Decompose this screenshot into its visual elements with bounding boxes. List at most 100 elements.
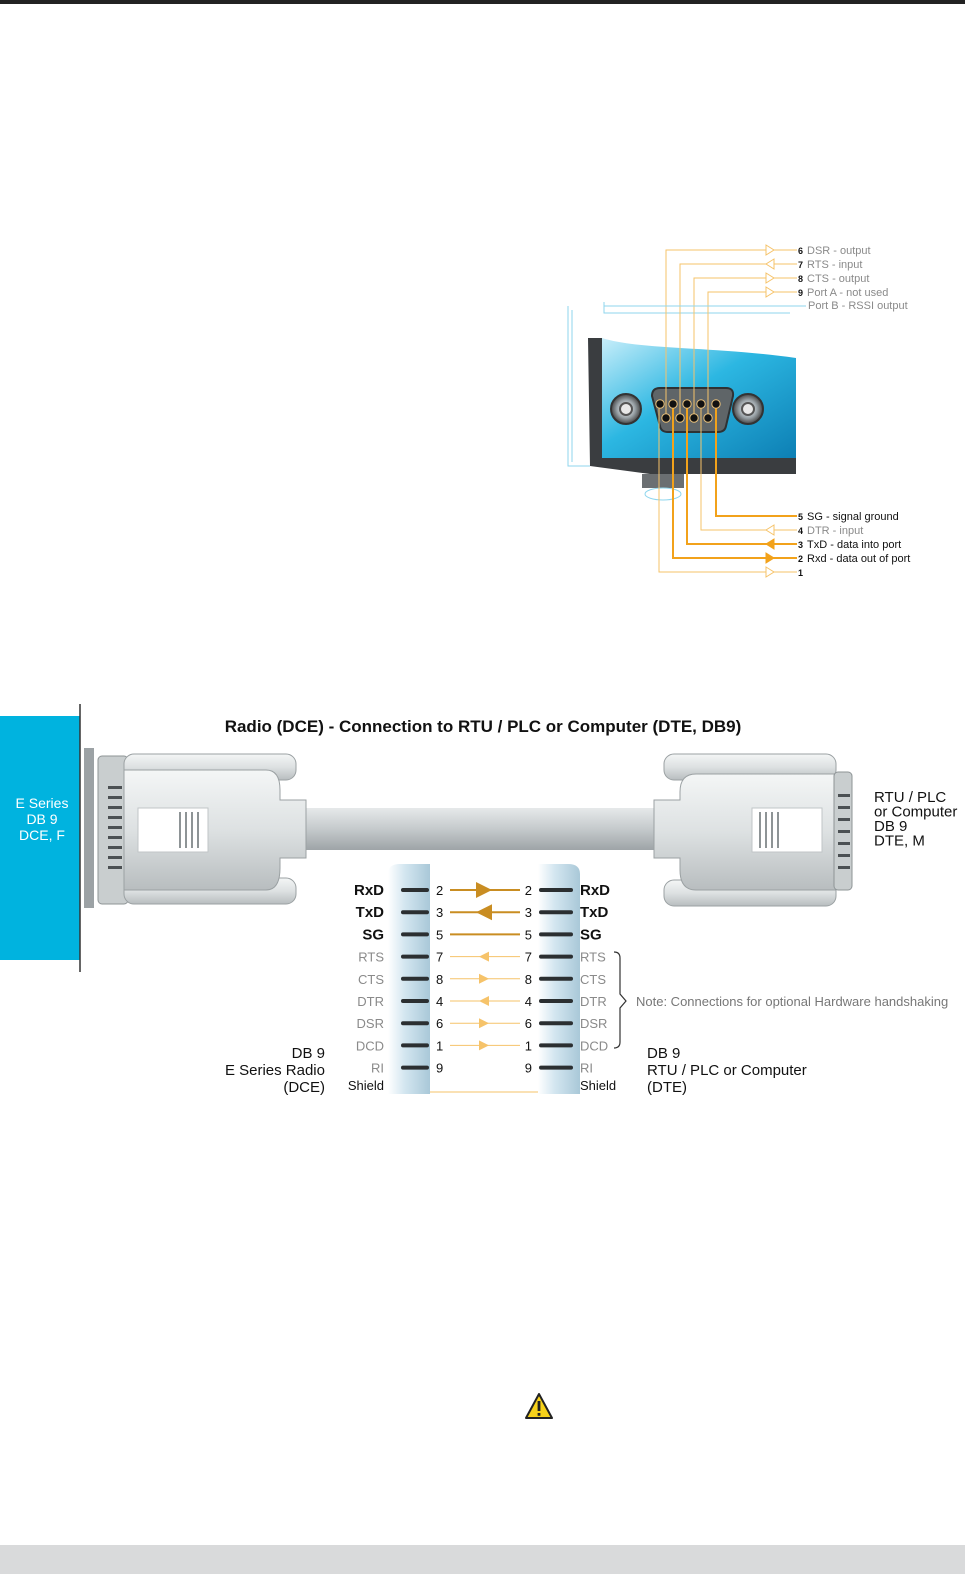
connector-pin — [682, 399, 692, 409]
connector-pin — [661, 413, 671, 423]
right-signal-name: TxD — [580, 904, 609, 921]
pin-wire — [672, 404, 797, 559]
left-pin-number: 8 — [436, 972, 443, 987]
left-pin-bar — [401, 1043, 429, 1048]
pin-number: 2 — [798, 554, 803, 564]
pin-description: DSR - output — [807, 245, 871, 257]
right-pin-number: 4 — [525, 994, 532, 1009]
direction-arrow — [479, 973, 489, 984]
text-line: or Computer — [874, 804, 957, 821]
e-series-panel — [0, 716, 80, 960]
left-signal-name: CTS — [358, 972, 384, 987]
pin-label: 4 DTR - input — [798, 525, 863, 537]
left-pin-number: 7 — [436, 950, 443, 965]
right-pin-bar — [539, 932, 573, 937]
left-pin-bar — [401, 1021, 429, 1026]
left-signal-name: DTR — [357, 994, 384, 1009]
right-pin-number: 7 — [525, 950, 532, 965]
left-signal-name: TxD — [356, 904, 385, 921]
right-pin-number: 8 — [525, 972, 532, 987]
bottom-bar — [0, 1545, 965, 1574]
text-line: DTE, M — [874, 833, 925, 850]
text-line: RTU / PLC or Computer — [647, 1062, 807, 1079]
pin-label: 2 Rxd - data out of port — [798, 553, 910, 565]
left-pin-number: 4 — [436, 994, 443, 1009]
right-signal-name: RI — [580, 1061, 593, 1076]
pin-description: CTS - output — [807, 273, 869, 285]
left-shield-label: Shield — [348, 1078, 384, 1093]
signal-arrow — [765, 552, 775, 564]
right-pin-number: 3 — [525, 905, 532, 920]
left-pin-bar — [401, 954, 429, 959]
signal-arrow — [765, 524, 775, 536]
pin-description: Port A - not used — [807, 287, 888, 299]
signal-arrow — [765, 258, 775, 270]
pin-wire — [679, 263, 797, 418]
direction-arrow — [479, 1018, 489, 1029]
warning-icon — [525, 1393, 553, 1419]
left-pin-number: 2 — [436, 883, 443, 898]
signal-arrow — [765, 538, 775, 550]
port-b-label: Port B - RSSI output — [808, 300, 908, 312]
left-pin-bar — [401, 976, 429, 981]
signal-arrow — [765, 272, 775, 284]
text-line: DCE, F — [19, 827, 65, 843]
signal-arrow — [765, 286, 775, 298]
pin-description: RTS - input — [807, 259, 862, 271]
handshake-brace — [613, 951, 627, 1049]
left-signal-name: RTS — [358, 950, 384, 965]
right-pin-number: 6 — [525, 1016, 532, 1031]
right-shield-label: Shield — [580, 1078, 616, 1093]
right-pin-bar — [539, 999, 573, 1003]
left-pin-number: 9 — [436, 1061, 443, 1076]
right-signal-name: RxD — [580, 882, 610, 899]
right-pin-bar — [539, 1043, 573, 1048]
left-pin-bar — [401, 1065, 429, 1070]
pin-number: 1 — [798, 568, 803, 578]
right-pin-bar — [539, 954, 573, 959]
right-signal-name: DSR — [580, 1016, 607, 1031]
pin-wire — [715, 404, 797, 517]
connector-pin — [668, 399, 678, 409]
pin-description: DTR - input — [807, 525, 863, 537]
pin-label: 1 — [798, 568, 803, 578]
left-signal-name: RI — [371, 1061, 384, 1076]
right-pin-number: 9 — [525, 1061, 532, 1076]
left-signal-name: RxD — [354, 882, 384, 899]
pin-number: 3 — [798, 540, 803, 550]
pin-label: 7 RTS - input — [798, 259, 862, 271]
direction-arrow — [476, 882, 492, 898]
text-line: (DCE) — [283, 1079, 325, 1096]
direction-arrow — [479, 996, 489, 1006]
connector-pin — [696, 399, 706, 409]
connector-pin — [689, 413, 699, 423]
left-pin-number: 3 — [436, 905, 443, 920]
left-pin-bar — [401, 932, 429, 937]
connector-pin — [703, 413, 713, 423]
right-pin-number: 1 — [525, 1038, 532, 1053]
pin-wire — [658, 404, 797, 573]
pin-label: 3 TxD - data into port — [798, 539, 901, 551]
pin-number: 4 — [798, 526, 803, 536]
right-pin-bar — [539, 1021, 573, 1026]
text-line: RTU / PLC — [874, 789, 946, 806]
signal-arrow — [765, 244, 775, 256]
signal-arrow — [765, 566, 775, 578]
pin-number: 7 — [798, 260, 803, 270]
pin-description: TxD - data into port — [807, 539, 901, 551]
pin-description: Rxd - data out of port — [807, 553, 910, 565]
right-pin-bar — [539, 888, 573, 892]
connector-pin — [655, 399, 665, 409]
right-pin-number: 2 — [525, 883, 532, 898]
left-pin-bar — [401, 999, 429, 1003]
